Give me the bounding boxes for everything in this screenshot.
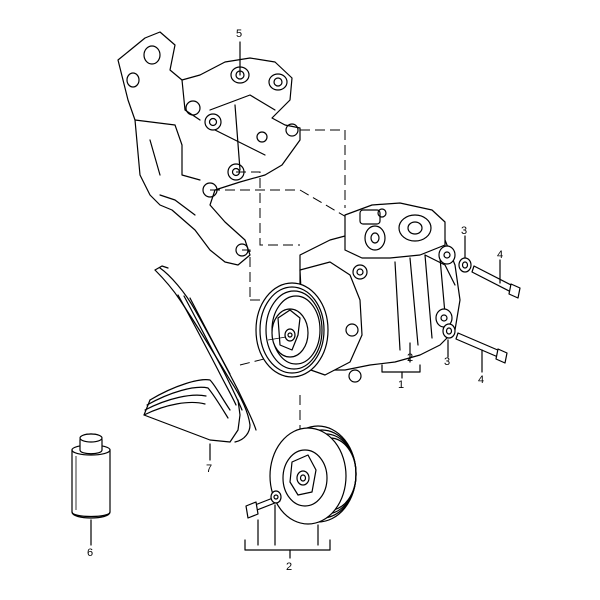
ac-compressor — [255, 202, 461, 383]
washer-upper — [458, 257, 472, 273]
washer-lower — [442, 323, 456, 339]
callout-2-top: 2 — [407, 352, 413, 364]
callout-2-bottom: 2 — [286, 561, 292, 573]
pulley-washer — [270, 490, 282, 504]
bolt-upper — [471, 265, 521, 299]
pulley-assembly — [269, 425, 357, 525]
compressor-pulley — [255, 282, 329, 378]
bolt-lower — [455, 332, 508, 364]
oil-container — [71, 433, 111, 519]
callout-3-top: 3 — [461, 225, 467, 237]
mounting-bracket — [117, 31, 301, 266]
callout-4-bottom: 4 — [478, 374, 484, 386]
callout-7: 7 — [206, 463, 212, 475]
drive-belt — [143, 265, 257, 443]
callout-labels: 5 3 4 3 4 2 1 7 6 2 — [87, 28, 503, 573]
callout-6: 6 — [87, 547, 93, 559]
callout-4-top: 4 — [497, 249, 503, 261]
leader-lines — [90, 41, 501, 559]
callout-1: 1 — [398, 379, 404, 391]
callout-3-bottom: 3 — [444, 356, 450, 368]
callout-5: 5 — [236, 28, 242, 40]
